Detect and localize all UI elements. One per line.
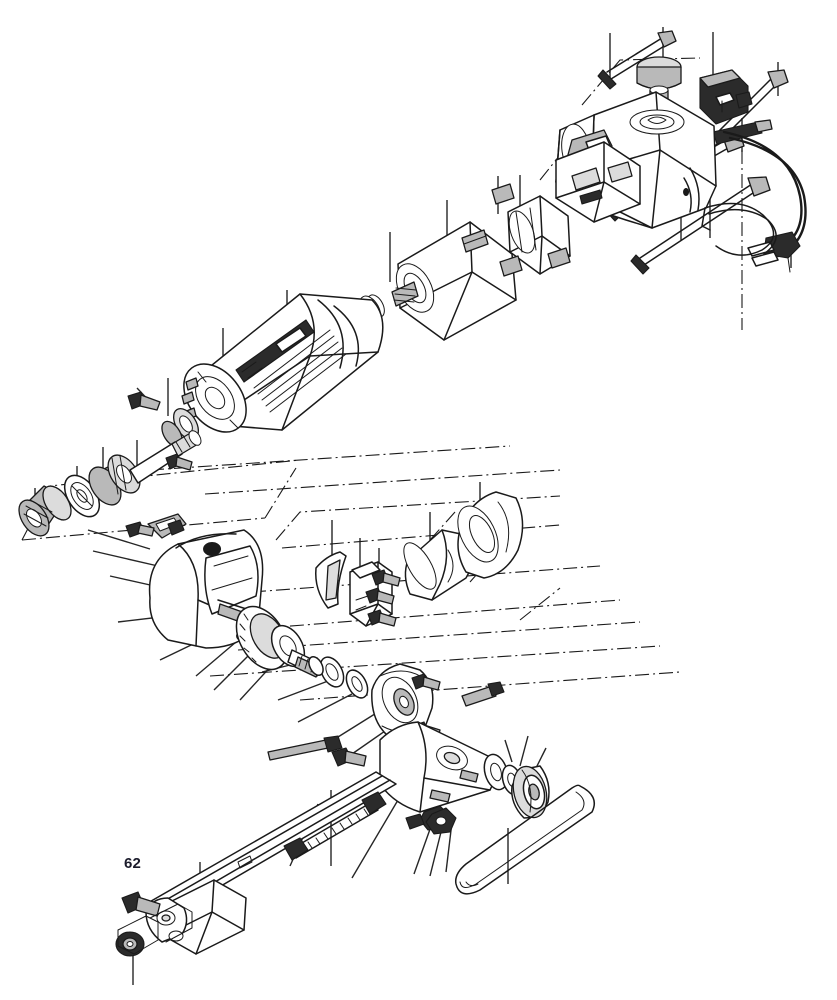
outer-sleeve [457,491,524,579]
adjuster-knob [425,807,457,835]
vent-slots [253,329,347,413]
abrasive-belt [454,784,595,895]
set-screw-a [165,453,193,471]
misc-fasteners [167,519,505,835]
centerlines [21,57,743,701]
arm-tip-assembly [115,879,247,957]
locating-pin [267,735,343,761]
roller-pin [121,891,161,917]
bracket-bolt-b [367,609,397,627]
long-machine-screw-d [630,176,771,275]
label-plate [235,319,315,383]
gear-train-left [18,430,202,537]
endplate-shelf [555,141,641,223]
front-flange [181,363,247,433]
shim-plate [315,551,347,609]
bracket-sleeve-group [315,491,524,627]
callout-number-62: 62 [124,855,142,872]
contact-tab [712,119,773,145]
bracket-bolt-a [371,569,401,587]
thrust-washer [345,669,369,699]
arm-assembly [145,721,496,919]
end-roller [115,931,145,957]
long-machine-screw-a [597,30,677,90]
pulley-belt-group [454,753,595,895]
main-housing [127,293,384,448]
pivot-bolt [331,747,367,767]
pivot-washer [405,813,425,830]
screw-bracket-lower [365,587,395,605]
pinion-gear [88,454,141,506]
screw-gearcase-top [167,519,185,536]
cord-clip [701,202,777,256]
rod-end [461,681,505,707]
drive-shaft [129,430,202,484]
idler-pulley [511,765,550,819]
drive-gear-group [235,605,369,699]
tension-spring [283,791,387,861]
switch-block [699,69,753,125]
o-ring [319,656,345,688]
washer-small-a [308,655,324,677]
case-bolt [125,513,187,539]
motor-group [358,141,641,341]
power-cord-group [701,130,807,273]
knurled-collar [18,485,72,537]
flange-screw-a [411,673,441,691]
housing-screw [127,391,161,411]
